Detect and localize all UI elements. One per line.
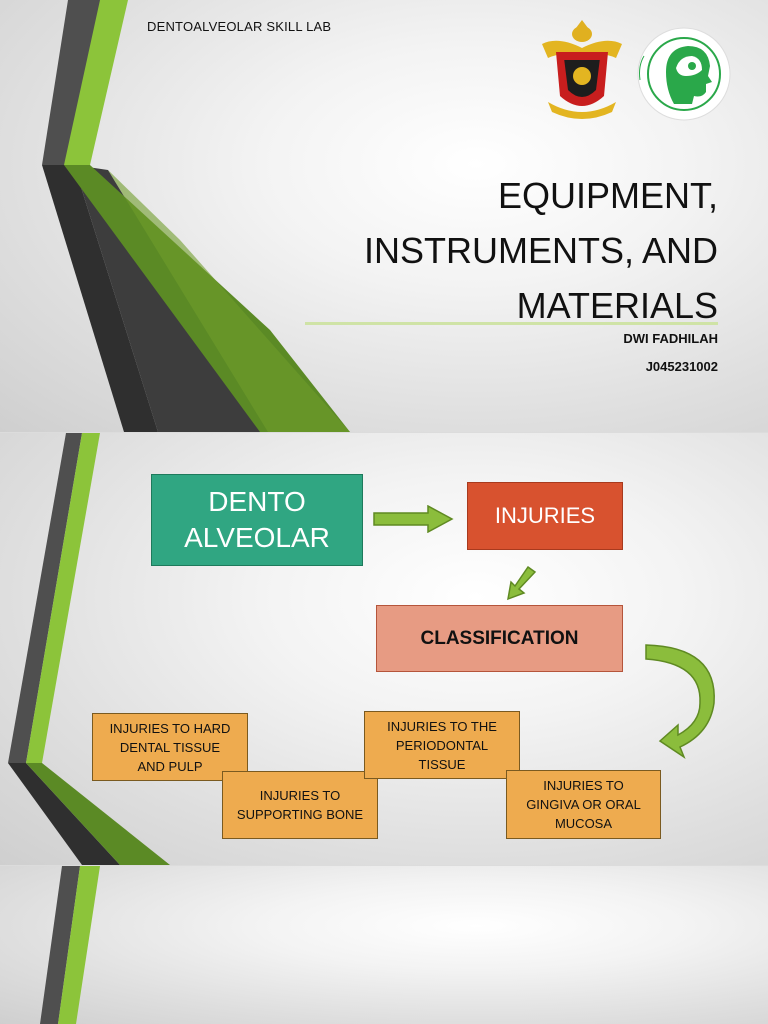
flow-diagram-slide: DENTO ALVEOLAR INJURIES CLASSIFICATION I… xyxy=(0,433,768,865)
student-id: J045231002 xyxy=(645,359,718,374)
category-box-periodontal: INJURIES TO THE PERIODONTAL TISSUE xyxy=(364,711,520,779)
presentation-title: EQUIPMENT, INSTRUMENTS, AND MATERIALS xyxy=(258,168,718,333)
injuries-box: INJURIES xyxy=(467,482,623,550)
title-line-3: MATERIALS xyxy=(516,285,718,326)
category-text: TISSUE xyxy=(418,756,466,772)
header-label: DENTOALVEOLAR SKILL LAB xyxy=(147,19,332,34)
category-text: INJURIES TO xyxy=(259,788,341,803)
category-box-hard-tissue: INJURIES TO HARD DENTAL TISSUE AND PULP xyxy=(92,713,248,781)
category-text: INJURIES TO THE xyxy=(387,718,497,734)
category-text: INJURIES TO xyxy=(543,778,624,793)
title-slide: DENTOALVEOLAR SKILL LAB EQUIPMENT, INSTR… xyxy=(0,0,768,432)
slide-decoration xyxy=(42,0,350,432)
category-text: SUPPORTING BONE xyxy=(236,807,364,822)
category-text: AND PULP xyxy=(137,758,203,774)
category-text: GINGIVA OR ORAL xyxy=(526,797,641,812)
partial-slide xyxy=(0,866,768,1024)
university-crest-icon xyxy=(542,20,622,119)
category-text: MUCOSA xyxy=(554,816,613,831)
title-line-2: INSTRUMENTS, AND xyxy=(363,230,718,271)
title-divider xyxy=(305,322,718,325)
classification-box: CLASSIFICATION xyxy=(376,605,623,672)
title-line-1: EQUIPMENT, xyxy=(497,175,718,216)
category-box-supporting-bone: INJURIES TO SUPPORTING BONE xyxy=(222,771,378,839)
author-name: DWI FADHILAH xyxy=(623,331,718,346)
category-box-gingiva: INJURIES TO GINGIVA OR ORAL MUCOSA xyxy=(506,770,661,839)
slide-decoration xyxy=(8,433,170,865)
category-text: DENTAL TISSUE xyxy=(119,739,221,755)
category-text: PERIODONTAL xyxy=(395,737,489,753)
oral-maxillofacial-surgery-logo-icon xyxy=(637,27,731,121)
dento-line-2: ALVEOLAR xyxy=(184,522,330,553)
slide-decoration xyxy=(40,866,100,1024)
arrow-down-left-icon xyxy=(507,565,537,601)
dento-alveolar-box: DENTO ALVEOLAR xyxy=(151,474,363,566)
arrow-right-icon xyxy=(373,505,454,533)
dento-line-1: DENTO xyxy=(208,486,306,517)
curved-arrow-icon xyxy=(645,644,715,759)
category-text: INJURIES TO HARD xyxy=(109,720,231,736)
